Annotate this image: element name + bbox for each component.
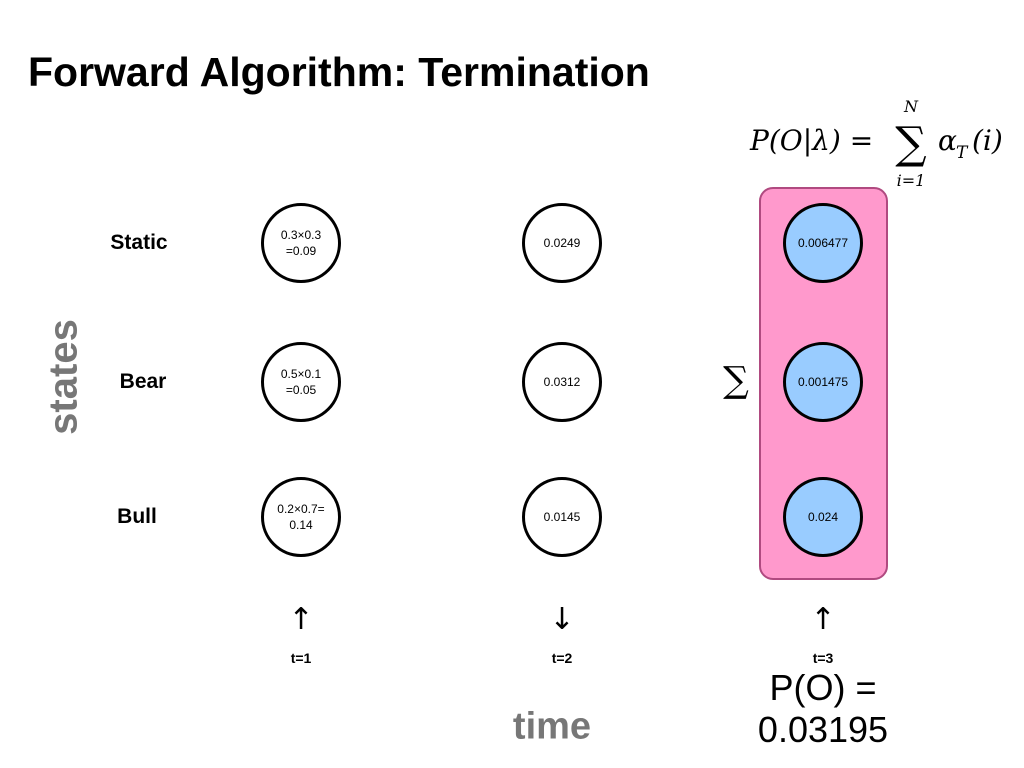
node-value: 0.0145 (544, 509, 581, 525)
time-step-label: t=3 (812, 650, 834, 666)
time-step-label: t=2 (551, 650, 573, 666)
result-line1: P(O) = (769, 667, 877, 708)
node-value-line1: 0.024 (807, 510, 839, 524)
node-value-line1: 0.0145 (543, 510, 581, 524)
node-value-line1: 0.0312 (543, 375, 581, 389)
node-value: 0.024 (808, 509, 838, 525)
node-value-line1: 0.0249 (543, 236, 581, 250)
state-label-bear: Bear (119, 370, 167, 393)
trellis-node: 0.0312 (522, 342, 602, 422)
down-arrow-icon: ↓ (549, 602, 575, 637)
node-value-line2: 0.14 (289, 518, 313, 532)
node-value: 0.2×0.7= 0.14 (277, 501, 324, 533)
formula-svg: P(O|λ) = N ∑ i=1 α T (i) (749, 97, 1003, 190)
trellis-node-final: 0.001475 (783, 342, 863, 422)
result-line2: 0.03195 (757, 709, 889, 750)
formula-sum-sign: ∑ (895, 118, 926, 169)
trellis-node: 0.0249 (522, 203, 602, 283)
time-axis-label: time (512, 705, 592, 748)
formula-lhs: P(O|λ) = (749, 124, 873, 157)
sum-icon-glyph: ∑ (723, 360, 749, 400)
trellis-node-final: 0.024 (783, 477, 863, 557)
node-value: 0.3×0.3 =0.09 (281, 227, 321, 259)
node-value: 0.0312 (544, 374, 581, 390)
termination-result: P(O) = 0.03195 (758, 667, 888, 751)
node-value-line1: 0.001475 (797, 375, 849, 389)
states-axis-label: states (41, 319, 86, 435)
formula-alpha-subscript: T (956, 143, 969, 163)
trellis-node-final: 0.006477 (783, 203, 863, 283)
sum-icon: ∑ (718, 356, 758, 401)
node-value: 0.001475 (798, 374, 848, 390)
node-value-line1: 0.5×0.1 (280, 367, 322, 381)
node-value: 0.0249 (544, 235, 581, 251)
node-value-line2: =0.05 (285, 383, 317, 397)
node-value: 0.5×0.1 =0.05 (281, 366, 321, 398)
node-value-line1: 0.3×0.3 (280, 228, 322, 242)
node-value-line2: =0.09 (285, 244, 317, 258)
termination-formula: P(O|λ) = N ∑ i=1 α T (i) (748, 92, 1018, 192)
node-value: 0.006477 (798, 235, 848, 251)
time-step-label: t=1 (290, 650, 312, 666)
trellis-node: 0.5×0.1 =0.05 (261, 342, 341, 422)
up-arrow-icon: ↑ (810, 602, 836, 637)
formula-alpha: α (938, 124, 957, 157)
formula-sum-upper: N (903, 97, 919, 116)
node-value-line1: 0.006477 (797, 236, 849, 250)
trellis-node: 0.3×0.3 =0.09 (261, 203, 341, 283)
formula-alpha-argument: (i) (972, 124, 1003, 157)
trellis-node: 0.0145 (522, 477, 602, 557)
trellis-node: 0.2×0.7= 0.14 (261, 477, 341, 557)
formula-sum-lower: i=1 (897, 171, 926, 190)
state-label-static: Static (110, 231, 168, 254)
up-arrow-icon: ↑ (288, 602, 314, 637)
node-value-line1: 0.2×0.7= (277, 502, 325, 516)
state-label-bull: Bull (117, 505, 157, 528)
slide-title: Forward Algorithm: Termination (28, 49, 650, 95)
